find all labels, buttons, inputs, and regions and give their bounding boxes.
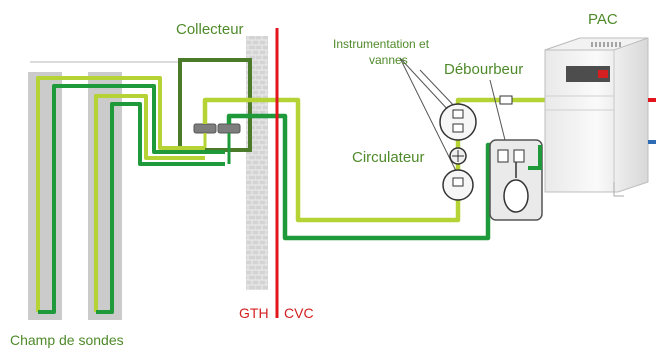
label-cvc: CVC: [284, 305, 314, 321]
pac-unit: [544, 37, 649, 197]
label-champ-de-sondes: Champ de sondes: [10, 332, 124, 348]
probe-loop-2-light: [94, 94, 205, 312]
main-line-light: [202, 97, 600, 223]
probe-loop-2-dark: [96, 102, 225, 314]
leader-debourbeur: [489, 79, 506, 141]
supply-valve: [499, 95, 513, 105]
leader-1: [399, 57, 451, 113]
label-debourbeur: Débourbeur: [444, 61, 524, 78]
expansion-vessel: [503, 179, 529, 213]
label-pac: PAC: [588, 11, 618, 28]
label-collecteur: Collecteur: [176, 21, 244, 38]
collector-box: [178, 58, 252, 152]
probe-loop-1-light: [36, 76, 205, 312]
instrument-circle-upper: [439, 103, 477, 141]
label-instrumentation-line2: vannes: [369, 53, 408, 67]
label-circulateur: Circulateur: [352, 149, 425, 166]
borehole-1: [28, 72, 62, 320]
label-gth: GTH: [239, 305, 269, 321]
main-line-dark: [226, 113, 540, 241]
label-instrumentation-line1: Instrumentation et: [333, 37, 430, 51]
leader-3: [419, 69, 459, 111]
borehole-2: [88, 72, 122, 320]
leader-2: [399, 57, 459, 176]
probe-loop-1-dark: [38, 84, 225, 314]
manifold-left: [193, 123, 217, 134]
manifold-right: [217, 123, 241, 134]
